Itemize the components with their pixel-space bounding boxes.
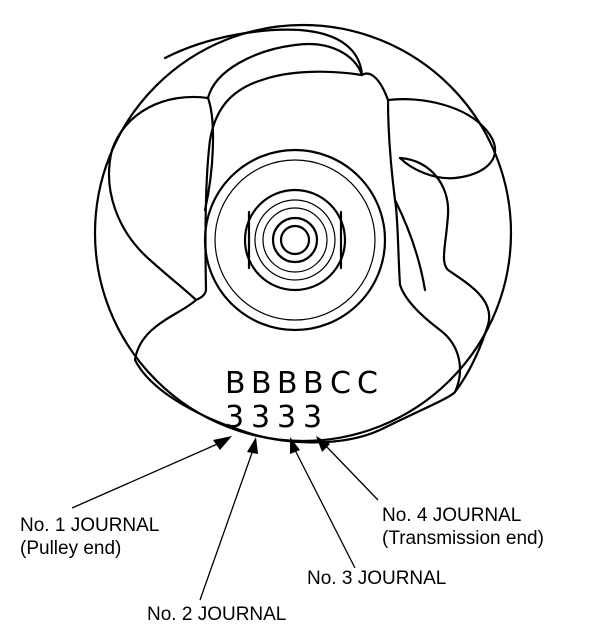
- snout-inner-ring: [271, 216, 319, 264]
- right-inner-edge: [393, 198, 427, 292]
- code-char: B: [303, 366, 325, 401]
- code-char: B: [251, 366, 273, 401]
- snout-thin-ring-2: [254, 199, 336, 281]
- snout-outer-ring: [203, 148, 387, 332]
- snout-bore: [279, 224, 311, 256]
- label-journal-4-line2: (Transmission end): [382, 528, 544, 549]
- arrowhead: [316, 436, 330, 452]
- label-journal-4: No. 4 JOURNAL (Transmission end): [382, 504, 544, 550]
- code-char: 3: [303, 400, 323, 435]
- snout-middle-ring: [243, 188, 347, 292]
- code-char: C: [330, 366, 352, 401]
- top-counterweight: [163, 28, 364, 77]
- arrowhead: [247, 437, 258, 454]
- arrowhead: [290, 437, 300, 454]
- upper-web: [206, 42, 364, 100]
- snout-thin-ring-3: [262, 207, 328, 273]
- label-journal-2-line1: No. 2 JOURNAL: [147, 604, 287, 625]
- central-web: [133, 70, 462, 444]
- code-char: C: [357, 366, 379, 401]
- leader-journal-2: [199, 437, 258, 601]
- right-lower-counterweight: [398, 156, 491, 394]
- code-row-2: 3 3 3 3: [225, 400, 323, 435]
- label-journal-1-line2: (Pulley end): [20, 538, 122, 559]
- code-char: B: [277, 366, 299, 401]
- code-char: B: [225, 366, 247, 401]
- left-counterweight-inner: [203, 96, 215, 212]
- label-journal-2: No. 2 JOURNAL: [147, 603, 286, 626]
- label-journal-3: No. 3 JOURNAL: [307, 567, 446, 590]
- snout-thin-ring: [214, 159, 376, 321]
- label-journal-4-line1: No. 4 JOURNAL: [382, 505, 522, 526]
- code-row-1: B B B B C C: [225, 366, 379, 401]
- arrowhead: [213, 436, 232, 450]
- leader-journal-1: [71, 436, 232, 509]
- label-journal-1: No. 1 JOURNAL (Pulley end): [20, 514, 159, 560]
- right-counterweight: [386, 98, 497, 180]
- label-journal-3-line1: No. 3 JOURNAL: [307, 568, 447, 589]
- code-char: 3: [225, 400, 245, 435]
- leader-journal-3: [290, 437, 356, 569]
- leader-journal-4: [316, 436, 379, 501]
- left-counterweight: [108, 95, 210, 302]
- crankshaft-outer-outline: [93, 23, 513, 443]
- label-journal-1-line1: No. 1 JOURNAL: [20, 515, 160, 536]
- code-char: 3: [277, 400, 297, 435]
- code-char: 3: [251, 400, 271, 435]
